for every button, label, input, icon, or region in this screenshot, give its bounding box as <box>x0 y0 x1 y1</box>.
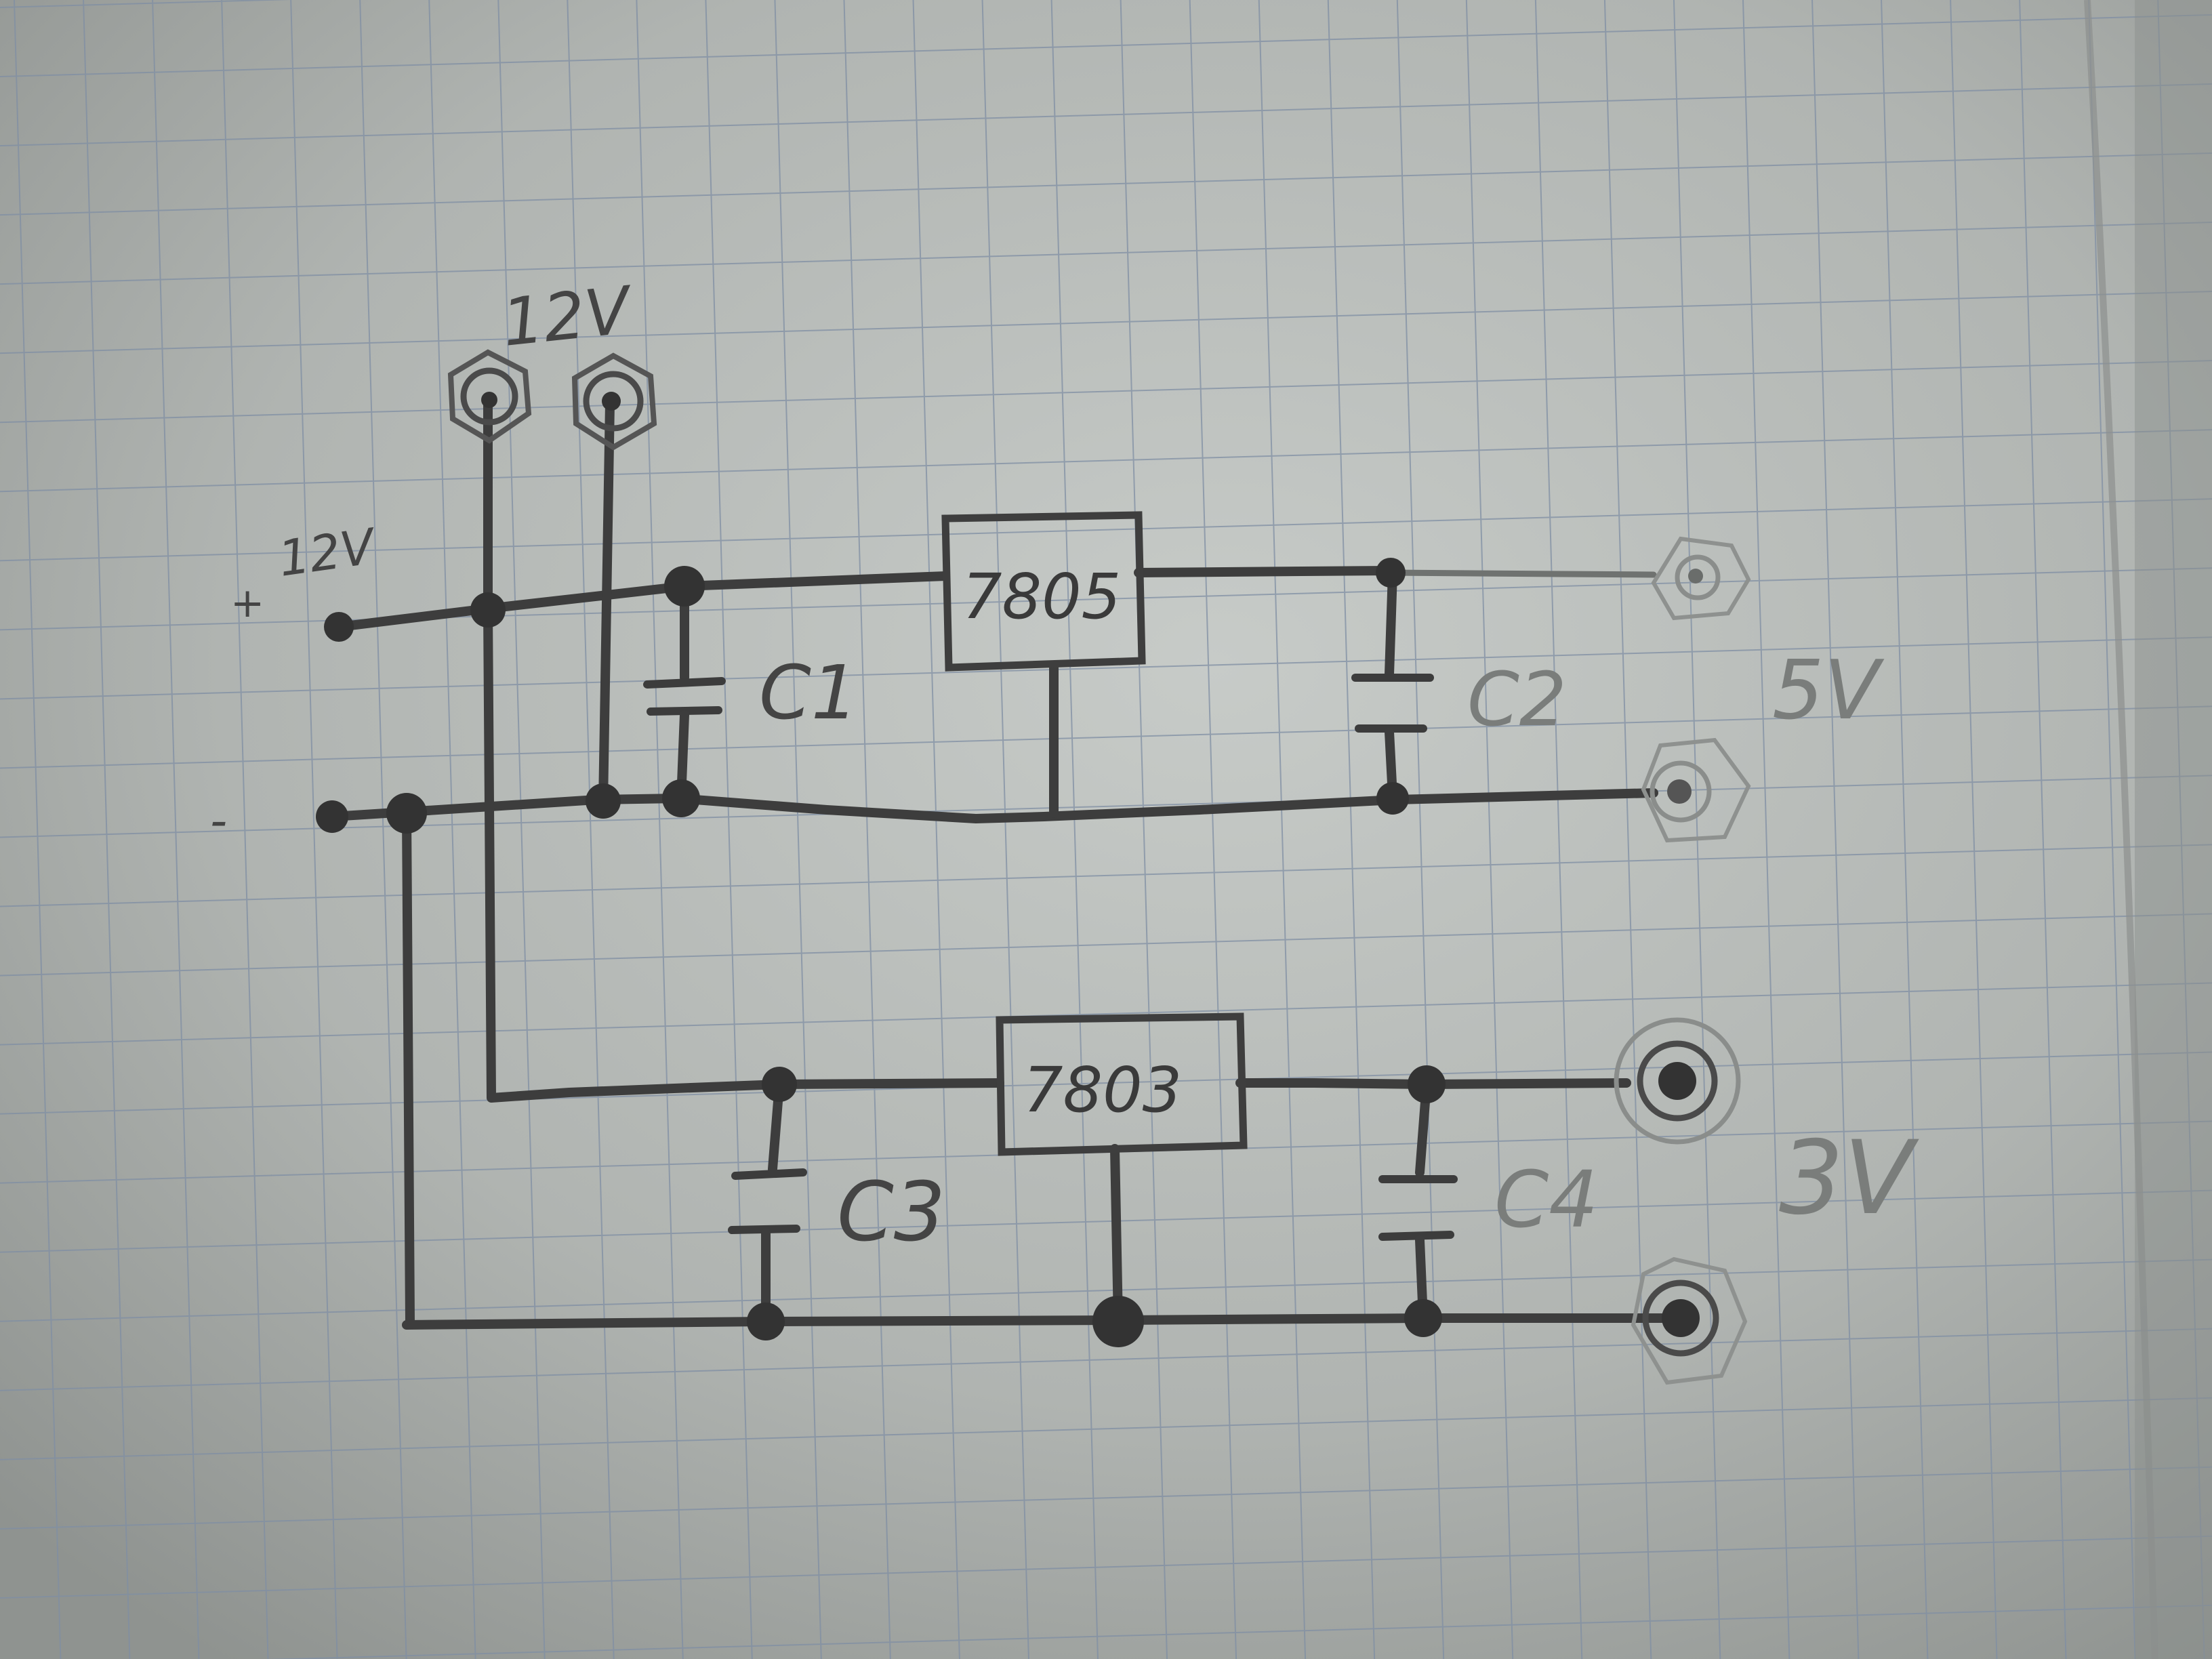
regulator-7803-label: 7803 <box>1023 1054 1182 1126</box>
label-c3: C3 <box>837 1166 945 1260</box>
page-shadow <box>2135 0 2212 1659</box>
label-minus: - <box>210 793 227 848</box>
wire-5v-output-rail <box>1134 566 1394 577</box>
wire-3v-output-rail <box>1235 1078 1631 1089</box>
wire-ground-terminal-vertical <box>598 398 615 808</box>
junction-ground-terminal <box>586 783 621 819</box>
label-c2: C2 <box>1467 656 1567 743</box>
terminal-12v-ground <box>571 352 657 451</box>
wire-5v-output-to-terminal <box>1386 569 1657 578</box>
page-edge <box>2084 0 2158 1659</box>
junction-7803-ground <box>1092 1296 1144 1347</box>
label-plus: + <box>230 579 264 627</box>
wire-7803-ground-pin <box>1110 1144 1123 1326</box>
terminal-5v-positive <box>1651 536 1751 621</box>
junction-c2-top <box>1376 558 1406 588</box>
junction-ground-input <box>316 800 348 833</box>
terminal-5v-ground <box>1641 737 1751 843</box>
label-12v-input: 12V <box>275 517 381 587</box>
junction-c4-bottom <box>1404 1299 1442 1337</box>
terminal-3v-positive <box>1614 1017 1741 1145</box>
wire-12v-input-rail <box>334 571 950 632</box>
junction-c3-bottom <box>747 1303 785 1340</box>
label-12v-top: 12V <box>499 272 638 361</box>
regulator-7803: 7803 <box>996 1012 1248 1156</box>
junction-12v-input <box>324 612 354 642</box>
junction-12v-vertical <box>470 592 506 628</box>
wire-ground-rail-top <box>327 788 1658 823</box>
junction-c4-top <box>1408 1065 1446 1103</box>
terminal-3v-ground <box>1631 1256 1748 1385</box>
junction-c1-bottom <box>662 779 700 817</box>
junction-c2-bottom <box>1376 782 1409 815</box>
label-output-5v: 5V <box>1772 644 1885 738</box>
junction-dots <box>316 558 1446 1347</box>
regulator-7805: 7805 <box>941 511 1146 672</box>
label-c1: C1 <box>759 649 859 736</box>
regulator-7805-label: 7805 <box>962 560 1121 633</box>
junction-c1-top <box>664 566 705 607</box>
wire-ground-left-vertical <box>402 808 415 1326</box>
junction-c3-top <box>762 1067 797 1102</box>
terminal-12v-positive <box>447 349 532 444</box>
wire-12v-vertical-to-7803 <box>483 395 1004 1103</box>
label-output-3v: 3V <box>1779 1120 1919 1237</box>
label-c4: C4 <box>1494 1155 1598 1246</box>
junction-ground-left <box>386 793 427 834</box>
